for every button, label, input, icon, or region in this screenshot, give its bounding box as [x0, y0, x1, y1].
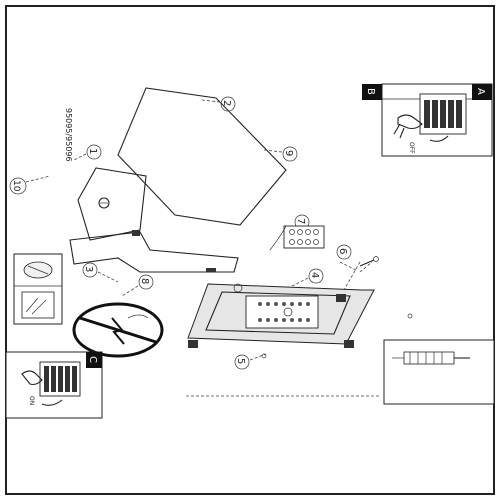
panel-label-b-box — [362, 84, 382, 100]
no-power-warning — [72, 302, 164, 358]
callout-5: 5 — [234, 353, 267, 370]
screw-icon-right — [359, 256, 379, 267]
callout-10: 10 — [9, 175, 51, 195]
step-3: 3 — [83, 266, 94, 272]
step-8: 8 — [139, 278, 150, 284]
fixing-hole — [407, 313, 413, 319]
dip-switch-c — [39, 361, 81, 397]
dip-switch-a — [419, 93, 467, 135]
step-1: 1 — [87, 148, 98, 154]
panel-label-c: C — [87, 356, 98, 363]
screw-icon — [98, 197, 110, 209]
mounting-plate — [187, 261, 375, 348]
led-board — [258, 302, 310, 322]
glass-pane-icon — [21, 291, 55, 319]
arrow-icon — [429, 135, 449, 142]
callout-2: 2 — [201, 96, 236, 112]
hand-icon-c — [21, 370, 43, 386]
panel-label-b: B — [365, 88, 376, 95]
panel-label-a: A — [475, 88, 486, 95]
step-4: 4 — [309, 272, 320, 278]
panel-label-c-box — [86, 352, 102, 368]
callout-9: 9 — [263, 146, 298, 162]
panel-bottom-left: C ON — [5, 351, 103, 419]
sheet-border — [5, 5, 495, 495]
hand-icon — [393, 114, 423, 139]
off-label: OFF — [408, 142, 415, 154]
glass-panel-box — [13, 253, 63, 325]
step-9: 9 — [283, 150, 294, 156]
lamp-housing — [69, 87, 287, 273]
on-label: ON — [28, 396, 35, 405]
plug-detail — [383, 339, 495, 405]
panel-label-a-box — [472, 84, 492, 100]
step-7: 7 — [295, 218, 306, 224]
callout-8: 8 — [121, 274, 154, 297]
callout-6: 6 — [336, 244, 357, 271]
step-5: 5 — [235, 358, 246, 364]
step-10: 10 — [11, 180, 21, 192]
model-code: 95095/95096 — [64, 108, 73, 162]
callout-4: 4 — [291, 268, 324, 287]
step-6: 6 — [337, 248, 348, 254]
screwdriver-icon — [23, 261, 53, 279]
callout-3: 3 — [82, 262, 119, 283]
step-2: 2 — [221, 100, 232, 106]
callout-1: 1 — [73, 144, 102, 161]
panel-top-right: B A OFF — [362, 83, 493, 157]
fixing-hole — [261, 353, 267, 359]
terminal-block — [269, 225, 325, 251]
